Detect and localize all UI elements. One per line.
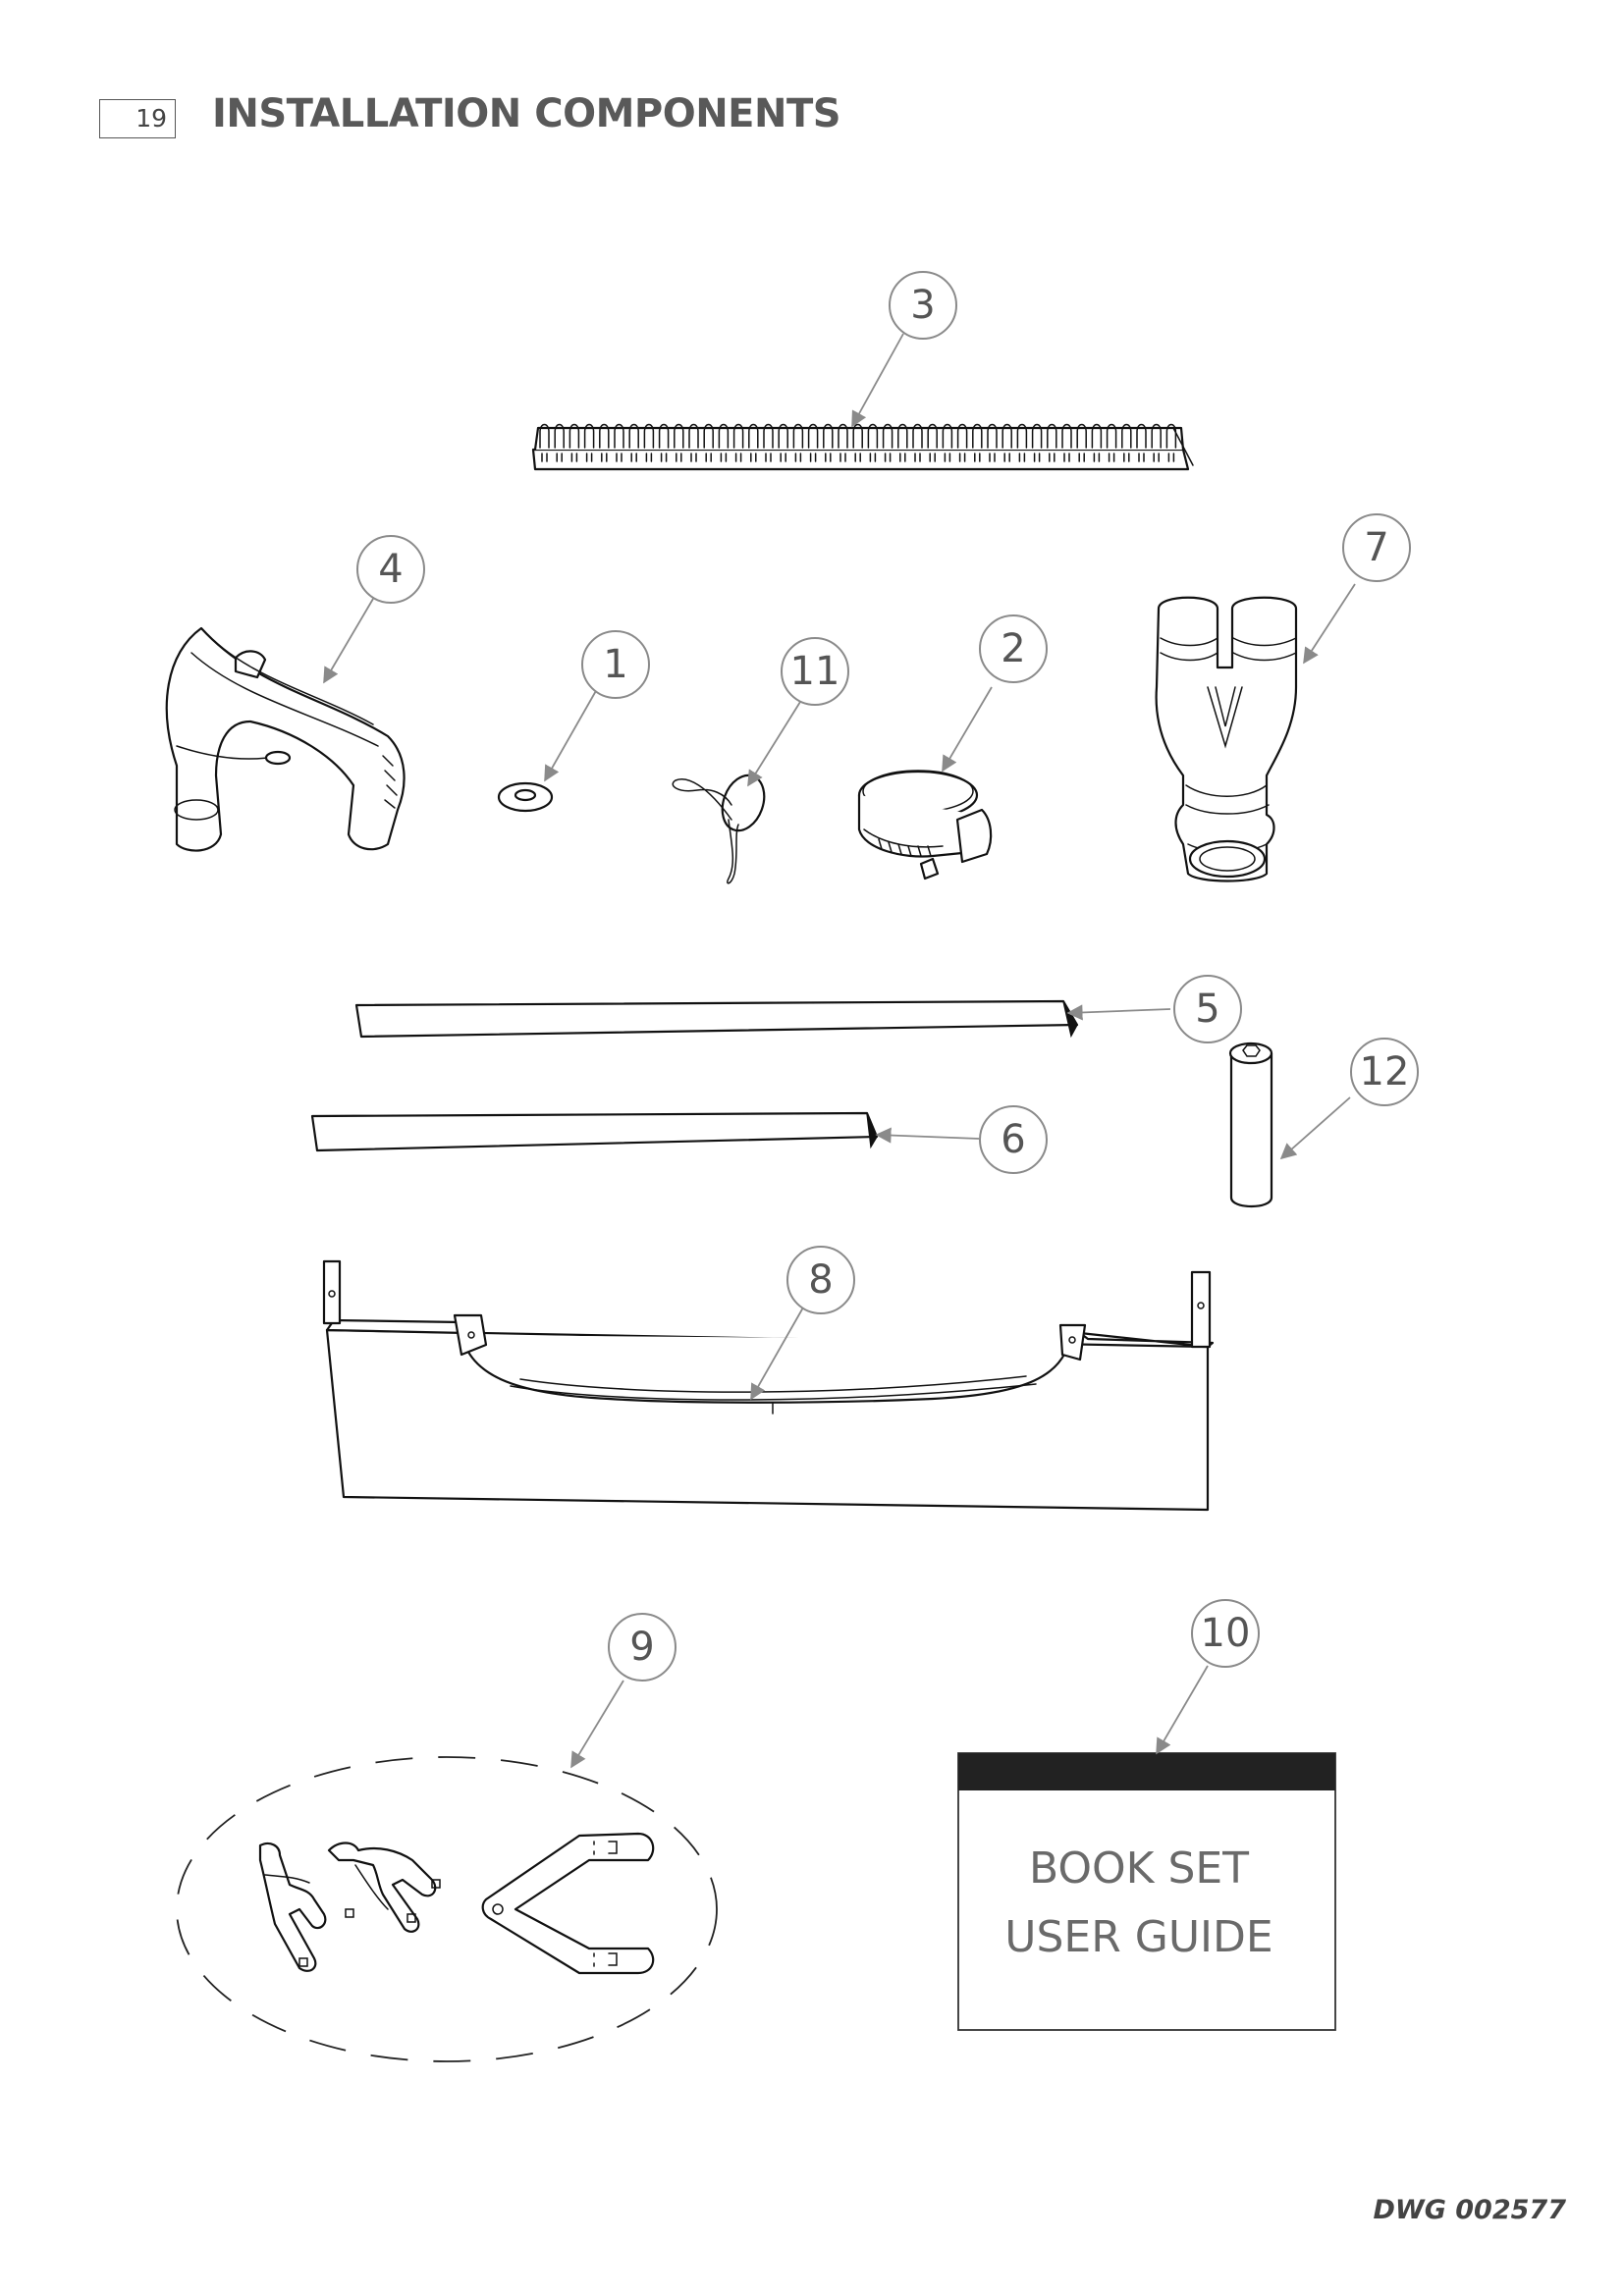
part-2-hose-clamp: [857, 770, 993, 881]
callout-12-label: 12: [1360, 1049, 1410, 1095]
callout-9: 9: [608, 1613, 677, 1682]
callout-8: 8: [786, 1246, 855, 1314]
callout-11: 11: [781, 637, 849, 706]
callout-10-label: 10: [1201, 1611, 1251, 1656]
part-3-comb-strip: [531, 423, 1194, 471]
part-1-washer: [497, 781, 554, 813]
drawing-number: DWG 002577: [1373, 2195, 1566, 2225]
callout-6: 6: [979, 1105, 1048, 1174]
callout-1-label: 1: [603, 642, 627, 687]
callout-10: 10: [1191, 1599, 1260, 1668]
part-12-spacer: [1228, 1041, 1273, 1207]
callout-4: 4: [356, 535, 425, 604]
leader-lines: [323, 333, 1356, 1769]
page-number: 19: [99, 99, 176, 138]
callout-3: 3: [889, 271, 957, 340]
callout-2-label: 2: [1001, 626, 1025, 671]
callout-7-label: 7: [1364, 525, 1388, 570]
callout-11-label: 11: [790, 649, 840, 694]
callout-3-label: 3: [910, 283, 935, 328]
callout-2: 2: [979, 614, 1048, 683]
part-8-bracket-panel: [322, 1259, 1215, 1512]
callout-7: 7: [1342, 513, 1411, 582]
book-line-1: BOOK SET: [1029, 1843, 1249, 1894]
callout-5-label: 5: [1195, 987, 1219, 1032]
part-5-trim-strip: [354, 999, 1079, 1039]
callout-6-label: 6: [1001, 1117, 1025, 1162]
callout-12: 12: [1350, 1038, 1419, 1106]
callout-8-label: 8: [808, 1257, 833, 1303]
part-9-hinge-kit: [176, 1756, 718, 2062]
book-line-2: USER GUIDE: [1004, 1912, 1272, 1962]
callout-1: 1: [581, 630, 650, 699]
callout-5: 5: [1173, 975, 1242, 1043]
page-title: INSTALLATION COMPONENTS: [212, 91, 841, 136]
part-11-wire-tie: [672, 774, 766, 884]
callout-4-label: 4: [378, 547, 403, 592]
callout-9-label: 9: [629, 1625, 654, 1670]
part-7-y-connector: [1155, 596, 1298, 882]
part-6-trim-strip: [310, 1111, 879, 1152]
part-4-saddle-clamp: [165, 626, 406, 852]
part-10-book-set: BOOK SET USER GUIDE: [957, 1752, 1336, 2031]
